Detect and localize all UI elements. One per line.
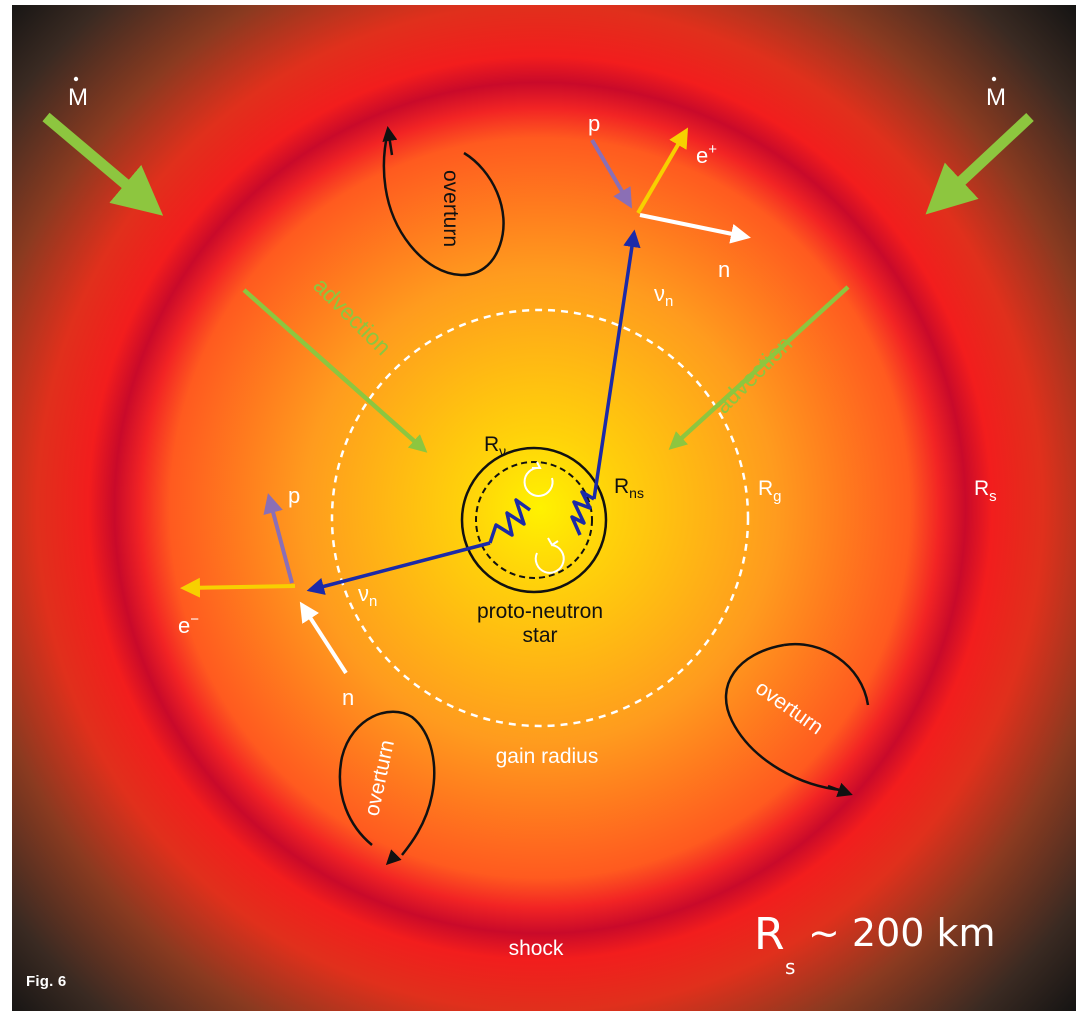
neutron-arrow-left <box>299 601 348 675</box>
r-ns-label: Rns <box>614 475 644 501</box>
accretion-arrow-right <box>925 112 1034 215</box>
neutrino-random-walk-left <box>488 498 532 544</box>
neutrino-top-sub: n <box>665 293 673 310</box>
electron-sup: − <box>190 611 199 628</box>
overturn-loop-bottom <box>338 710 436 866</box>
neutrino-left-sub: n <box>369 593 377 610</box>
r-s-sub: s <box>989 488 997 505</box>
neutrino-left-text: ν <box>358 581 369 606</box>
r-s-text: R <box>974 477 989 500</box>
neutrino-path-left <box>306 541 491 595</box>
shock-radius-value: ~ 200 km <box>808 911 996 955</box>
shock-radius-symbol: R <box>754 909 785 960</box>
shock-radius-annotation: R s ~ 200 km <box>754 909 1074 995</box>
r-nu-label: Rν <box>484 433 506 459</box>
mdot-right-dot <box>991 76 997 82</box>
neutrino-left-label: νn <box>358 581 377 610</box>
r-g-sub: g <box>773 488 781 505</box>
advection-arrow-right <box>668 285 850 450</box>
gain-radius-circle <box>330 308 750 728</box>
electron-label: e− <box>178 611 199 638</box>
overturn-top-label: overturn <box>439 170 462 247</box>
shock-radius-subscript: s <box>785 955 796 979</box>
electron-text: e <box>178 613 190 638</box>
advection-arrow-left <box>242 288 428 453</box>
neutron-top-label: n <box>718 257 730 282</box>
mdot-left-dot <box>73 76 79 82</box>
neutron-arrow-top <box>639 213 751 244</box>
accretion-arrow-left <box>42 112 164 216</box>
positron-sup: + <box>708 141 717 158</box>
proton-arrow-left <box>263 493 294 584</box>
neutrino-path-top <box>592 229 641 500</box>
positron-label: e+ <box>696 141 717 168</box>
neutrino-random-walk-top <box>570 490 595 536</box>
r-g-label: Rg <box>758 477 782 505</box>
r-nu-sub: ν <box>499 443 506 459</box>
r-s-label: Rs <box>974 477 997 505</box>
proto-neutron-label: proto-neutron <box>477 600 603 623</box>
neutrino-top-text: ν <box>654 281 665 306</box>
background <box>12 5 1076 1011</box>
proton-left-label: p <box>288 483 300 508</box>
neutron-star-surface-circle <box>475 461 593 579</box>
figure-number: Fig. 6 <box>26 973 67 990</box>
electron-arrow <box>180 577 296 598</box>
overturn-loop-top <box>382 126 505 277</box>
rotation-icon <box>534 537 565 574</box>
r-ns-text: R <box>614 475 629 498</box>
r-nu-text: R <box>484 433 499 456</box>
mdot-right-label: M <box>986 76 1006 111</box>
neutron-left-label: n <box>342 685 354 710</box>
mdot-right-text: M <box>986 84 1006 111</box>
shock-label: shock <box>509 937 564 960</box>
proton-top-label: p <box>588 111 600 136</box>
r-ns-sub: ns <box>629 485 644 501</box>
gain-radius-label: gain radius <box>496 745 599 768</box>
proton-arrow-top <box>590 138 633 209</box>
mdot-left-label: M <box>68 76 88 111</box>
neutrinosphere-circle <box>460 446 608 594</box>
rotation-icon <box>523 461 554 497</box>
positron-text: e <box>696 143 708 168</box>
overturn-loop-right <box>724 642 870 797</box>
star-label: star <box>522 624 557 647</box>
mdot-left-text: M <box>68 84 88 111</box>
r-g-text: R <box>758 477 773 500</box>
positron-arrow <box>636 127 689 215</box>
supernova-diagram: M M advection advection overturn overtur… <box>12 5 1076 1011</box>
neutrino-top-label: νn <box>654 281 673 310</box>
